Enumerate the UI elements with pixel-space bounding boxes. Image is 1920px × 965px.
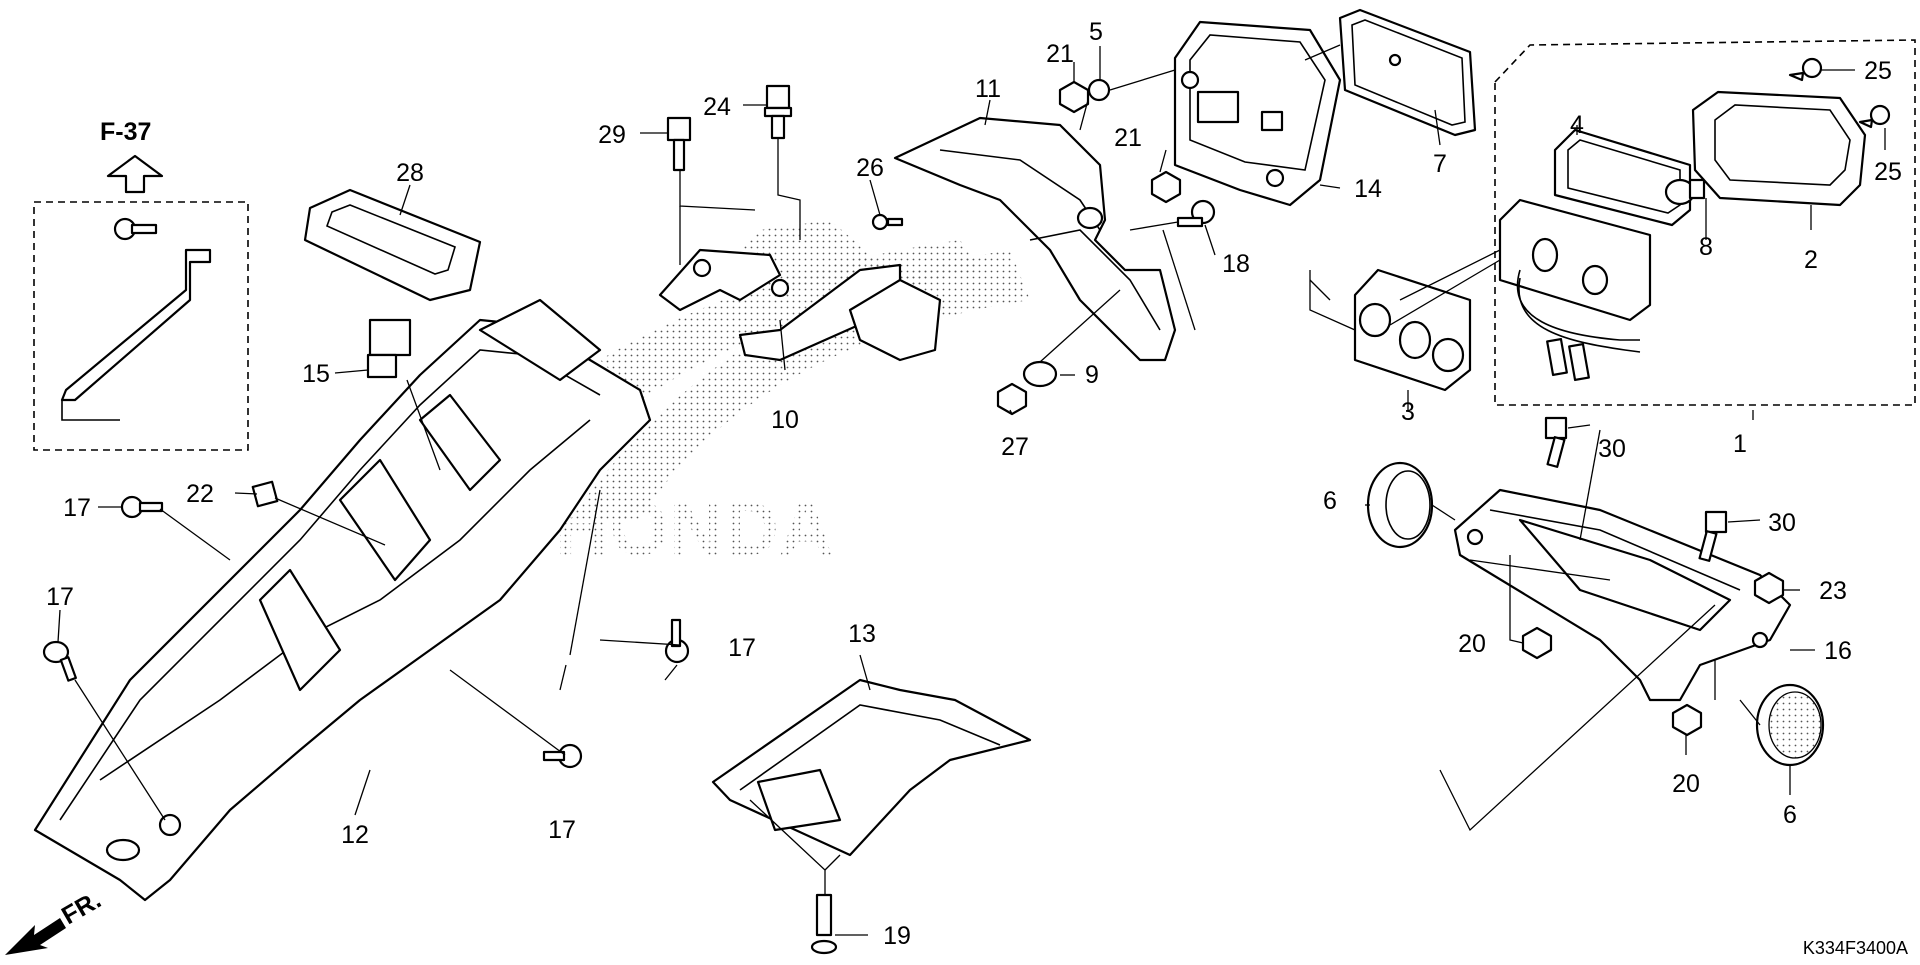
callout-20-b: 20: [1672, 770, 1700, 798]
callout-17-b: 17: [46, 583, 74, 611]
bolt-30-b: [1698, 510, 1728, 562]
callout-7: 7: [1433, 150, 1447, 178]
diagram-code: K334F3400A: [1803, 938, 1908, 958]
callout-11: 11: [975, 75, 1001, 103]
bolt-17-d: [542, 743, 583, 769]
base-3: [1353, 268, 1472, 392]
callout-28: 28: [396, 159, 424, 187]
front-arrow-icon: [5, 918, 66, 955]
license-light-14: [1173, 20, 1342, 207]
nut-20-b: [1671, 703, 1703, 737]
up-arrow-icon: [106, 154, 164, 194]
rivet-19: [810, 893, 838, 955]
callout-26: 26: [856, 154, 884, 182]
callout-4: 4: [1570, 111, 1584, 139]
callout-16: 16: [1824, 637, 1852, 665]
washer-5: [1087, 78, 1111, 102]
callout-24: 24: [703, 93, 731, 121]
screw-25-b: [1858, 104, 1891, 129]
callout-22: 22: [186, 480, 214, 508]
watermark-text: HONDA: [555, 487, 834, 572]
taillight-assembly-box: [1494, 39, 1916, 406]
callout-25-a: 25: [1864, 57, 1892, 85]
callout-9: 9: [1085, 361, 1099, 389]
nut-27: [996, 382, 1028, 416]
callout-21-b: 21: [1114, 124, 1142, 152]
strap-28: [303, 188, 482, 302]
front-direction-marker: FR.: [5, 886, 106, 955]
bolt-24: [763, 84, 793, 140]
leader-lines: [57, 44, 1886, 936]
reference-box: F-37: [33, 118, 249, 451]
callout-23: 23: [1819, 577, 1847, 605]
callout-18: 18: [1222, 250, 1250, 278]
callout-17-c: 17: [728, 634, 756, 662]
bracket: [60, 248, 212, 402]
nut-23: [1753, 571, 1785, 605]
bolt-30-a: [1544, 416, 1568, 468]
callout-20-a: 20: [1458, 630, 1486, 658]
lens-7: [1338, 8, 1477, 137]
bracket-10: [658, 248, 942, 362]
callout-8: 8: [1699, 233, 1713, 261]
callout-25-b: 25: [1874, 158, 1902, 186]
nut-21-a: [1058, 80, 1090, 114]
license-bracket-11: [893, 116, 1177, 362]
callout-3: 3: [1401, 398, 1415, 426]
nut-22: [251, 480, 279, 508]
callout-30-a: 30: [1598, 435, 1626, 463]
collar-9: [1022, 360, 1058, 388]
callout-14: 14: [1354, 175, 1382, 203]
callout-17-a: 17: [63, 494, 91, 522]
screw-25-a: [1788, 57, 1823, 82]
callout-2: 2: [1804, 246, 1818, 274]
callouts: 1 2 3 4 5 6 6 7 8 9 10 11 12 13 14 15 16…: [46, 18, 1902, 950]
nut-20-a: [1521, 626, 1553, 660]
bolt-17-b: [42, 640, 77, 682]
callout-19: 19: [883, 922, 911, 950]
bolt-17-a: [120, 495, 164, 519]
reference-label: F-37: [100, 118, 151, 146]
reflector-bracket-16: [1453, 488, 1792, 702]
screw-26: [871, 213, 904, 231]
front-label: FR.: [57, 886, 106, 930]
callout-27: 27: [1001, 433, 1029, 461]
bolt-18: [1176, 199, 1216, 228]
callout-17-d: 17: [548, 816, 576, 844]
rear-fender-12: [33, 298, 652, 902]
callout-10: 10: [771, 406, 799, 434]
lens-2: [1691, 90, 1867, 207]
nut-21-b: [1150, 170, 1182, 204]
callout-21-a: 21: [1046, 40, 1074, 68]
undertray-13: [711, 678, 1032, 857]
bulb-8: [1664, 178, 1706, 206]
callout-6-left: 6: [1323, 487, 1337, 515]
callout-13: 13: [848, 620, 876, 648]
callout-1: 1: [1733, 430, 1747, 458]
callout-12: 12: [341, 821, 369, 849]
callout-29: 29: [598, 121, 626, 149]
callout-5: 5: [1089, 18, 1103, 46]
reflector-6-a: [1366, 461, 1434, 549]
callout-6-right: 6: [1783, 801, 1797, 829]
clip-15: [366, 353, 398, 379]
bolt-29: [666, 116, 692, 172]
socket-wires: [1498, 198, 1652, 382]
callout-15: 15: [302, 360, 330, 388]
gasket-4: [1553, 128, 1692, 227]
reflector-6-b: [1755, 683, 1825, 767]
bolt-17-c: [664, 618, 690, 664]
callout-30-b: 30: [1768, 509, 1796, 537]
